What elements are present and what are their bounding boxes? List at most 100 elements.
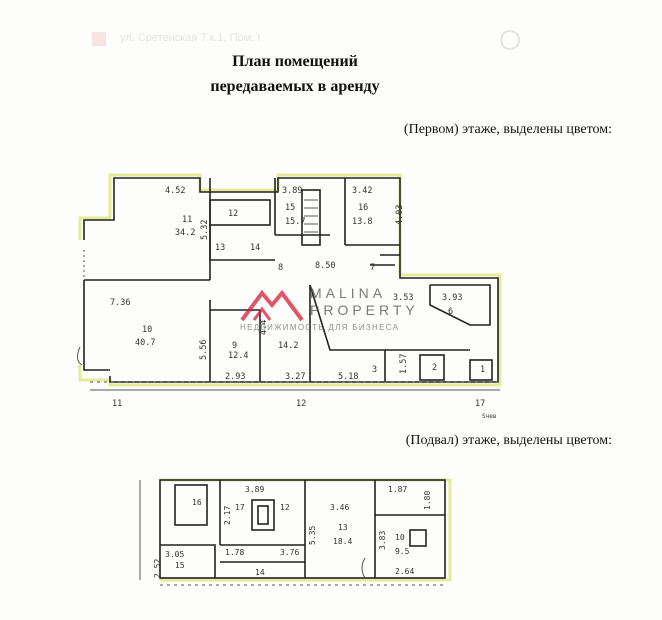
room-label: 2.17 xyxy=(223,506,232,525)
room-label: 2.93 xyxy=(225,372,245,382)
room-label: 1.57 xyxy=(399,354,409,374)
faint-bleedthrough-header: ул. Сретенская 7 к.1, Пом. I xyxy=(80,28,520,50)
room-label: 12 xyxy=(296,399,306,409)
room-label: 12 xyxy=(280,503,290,512)
room-label: 12.4 xyxy=(228,351,248,361)
first-floor-plan: 4.52 11 34.2 5.32 12 13 14 3.89 15 15.7 … xyxy=(76,173,502,420)
plan-line xyxy=(409,529,427,547)
room-label: 7 xyxy=(370,263,375,273)
room-label: 3.27 xyxy=(285,372,305,382)
room-label: 10 xyxy=(395,533,405,542)
logo-stroke xyxy=(240,289,304,322)
watermark: MALINA PROPERTY НЕДВИЖИМОСТЬ ДЛЯ БИЗНЕСА xyxy=(235,285,435,335)
room-label: 10 xyxy=(142,325,152,335)
watermark-line1: MALINA xyxy=(310,285,387,301)
room-label: 15 xyxy=(285,203,295,213)
room-label: 3.89 xyxy=(245,485,264,494)
room-label: 8 xyxy=(278,263,283,273)
plan-line xyxy=(83,177,499,383)
room-label: 3.89 xyxy=(282,186,302,196)
watermark-slogan: НЕДВИЖИМОСТЬ ДЛЯ БИЗНЕСА xyxy=(240,323,400,332)
room-label: 14 xyxy=(250,243,260,253)
caption-first-floor: (Первом) этаже, выделены цветом: xyxy=(403,122,612,137)
room-label: 18.4 xyxy=(333,537,352,546)
room-label: 5.35 xyxy=(308,526,317,545)
room-label: Sчeв xyxy=(482,413,496,420)
plan-line xyxy=(257,505,269,525)
room-label: 5.56 xyxy=(199,340,209,360)
room-label: 3.76 xyxy=(280,548,299,557)
room-label: 2.52 xyxy=(153,559,162,578)
bleedthrough-circle-icon xyxy=(500,30,520,50)
room-label: 13 xyxy=(215,243,225,253)
first-floor-room-labels: 4.52 11 34.2 5.32 12 13 14 3.89 15 15.7 … xyxy=(110,186,496,420)
room-label: 11 xyxy=(112,399,122,409)
plan-line xyxy=(76,346,83,366)
room-label: 17 xyxy=(475,399,485,409)
bleedthrough-logo-box xyxy=(92,32,106,46)
room-label: 13 xyxy=(338,523,348,532)
room-label: 15 xyxy=(175,561,185,570)
room-label: 1.78 xyxy=(225,548,244,557)
watermark-brand: MALINA PROPERTY xyxy=(310,285,419,319)
logo-stroke xyxy=(252,306,272,321)
room-label: 3.42 xyxy=(352,186,372,196)
room-label: 4.52 xyxy=(165,186,185,196)
plan-title-line1: План помещений xyxy=(232,53,358,70)
caption-basement: (Подвал) этаже, выделены цветом: xyxy=(405,433,612,448)
room-label: 14.2 xyxy=(278,341,298,351)
watermark-line2: PROPERTY xyxy=(310,302,419,318)
plan-line xyxy=(419,354,445,381)
room-label: 3.53 xyxy=(393,293,413,303)
room-label: 8.50 xyxy=(315,261,335,271)
room-label: 16 xyxy=(358,203,368,213)
plan-line xyxy=(174,484,208,526)
room-label: 3.93 xyxy=(442,293,462,303)
plan-title-line2: передаваемых в аренду xyxy=(210,78,380,95)
room-label: 3.83 xyxy=(378,531,387,550)
room-label: 12 xyxy=(228,209,238,219)
plan-line xyxy=(361,557,366,579)
plan-line xyxy=(209,199,271,226)
room-label: 1.87 xyxy=(388,485,407,494)
room-label: 9 xyxy=(232,341,237,351)
room-label: 15.7 xyxy=(285,217,305,227)
plan-line xyxy=(309,284,386,382)
room-label: 3 xyxy=(372,365,377,375)
room-label: 2 xyxy=(432,363,437,373)
stairs xyxy=(304,199,318,233)
room-label: 34.2 xyxy=(175,228,195,238)
plan-line xyxy=(301,189,321,246)
room-label: 40.7 xyxy=(135,338,155,348)
basement-room-labels: 3.89 3.46 1.87 1.80 16 17 2.17 12 13 18.… xyxy=(153,485,432,578)
room-label: 9.5 xyxy=(395,547,410,556)
room-label: 3.46 xyxy=(330,503,349,512)
plan-line xyxy=(83,280,110,371)
walls xyxy=(83,177,499,383)
room-label: 1.80 xyxy=(423,491,432,510)
basement-walls xyxy=(159,479,446,579)
plan-line xyxy=(469,359,493,381)
plan-line xyxy=(251,499,275,531)
malina-logo-icon xyxy=(240,289,304,322)
room-label: 13.8 xyxy=(352,217,372,227)
plan-line xyxy=(429,284,491,326)
room-label: 4.4 xyxy=(259,320,269,335)
room-label: 17 xyxy=(235,503,245,512)
room-label: 3.05 xyxy=(165,550,184,559)
room-label: 16 xyxy=(192,498,202,507)
room-label: 4.03 xyxy=(395,205,405,225)
wall-openings xyxy=(76,250,500,391)
room-label: 5.32 xyxy=(200,220,210,240)
room-label: 1 xyxy=(480,365,485,375)
plan-line xyxy=(159,479,446,579)
room-label: 11 xyxy=(182,215,192,225)
room-label: 2.64 xyxy=(395,567,414,576)
room-label: 5.18 xyxy=(338,372,358,382)
room-label: 7.36 xyxy=(110,298,130,308)
plan-line xyxy=(160,544,216,578)
bleedthrough-address: ул. Сретенская 7 к.1, Пом. I xyxy=(120,32,261,44)
basement-plan: 3.89 3.46 1.87 1.80 16 17 2.17 12 13 18.… xyxy=(139,478,452,586)
basement-details xyxy=(139,480,445,586)
room-label: 14 xyxy=(255,568,265,577)
